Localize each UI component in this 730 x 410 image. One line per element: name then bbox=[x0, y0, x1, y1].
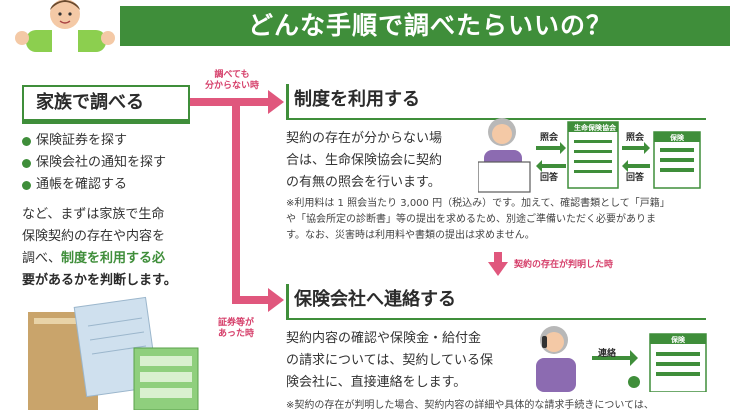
company-label-2: 保険 bbox=[671, 336, 685, 344]
flow-label-not-found: 調べても 分からない時 bbox=[204, 70, 259, 91]
use-system-title: 制度を利用する bbox=[286, 84, 706, 120]
flow-label-found: 証券等が あった時 bbox=[217, 318, 254, 339]
contact-company-title: 保険会社へ連絡する bbox=[286, 284, 706, 320]
answer-label-2: 回答 bbox=[626, 173, 645, 183]
contact-company-title-text: 保険会社へ連絡する bbox=[294, 289, 456, 310]
bullet-dot bbox=[22, 159, 31, 168]
flow-arrowhead-top bbox=[268, 90, 284, 114]
flow-arrowhead-bottom bbox=[268, 288, 284, 312]
use-system-note: ※利用料は 1 照会当たり 3,000 円（税込み）です。加えて、確認書類として… bbox=[286, 198, 670, 241]
list-item: 保険証券を探す bbox=[22, 130, 222, 152]
page-title: どんな手順で調べたらいいの？ bbox=[247, 11, 612, 40]
contact-flow-illustration bbox=[536, 326, 707, 392]
flow-label-down: 契約の存在が判明した時 bbox=[514, 260, 614, 270]
list-item: 保険会社の通知を探す bbox=[22, 152, 222, 174]
association-label: 生命保険協会 bbox=[574, 124, 616, 132]
flow-arrow-bottom-horizontal bbox=[232, 296, 276, 304]
company-label: 保険 bbox=[670, 134, 684, 142]
answer-label: 回答 bbox=[540, 173, 559, 183]
use-system-title-text: 制度を利用する bbox=[294, 89, 420, 110]
list-item: 通帳を確認する bbox=[22, 174, 222, 196]
mascot-illustration bbox=[15, 0, 115, 52]
bullet-dot bbox=[22, 181, 31, 190]
contact-company-note: ※契約の存在が判明した場合、契約内容の詳細や具体的な請求手続きについては、 bbox=[286, 400, 654, 410]
family-check-bullets: 保険証券を探す 保険会社の通知を探す 通帳を確認する bbox=[22, 130, 222, 196]
bullet-dot bbox=[22, 137, 31, 146]
flow-arrow-vertical bbox=[232, 98, 240, 304]
inquiry-label-2: 照会 bbox=[626, 133, 645, 143]
down-arrow bbox=[488, 252, 508, 276]
use-system-text: 契約の存在が分からない場 合は、生命保険協会に契約 の有無の照会を行います。 bbox=[286, 131, 443, 190]
use-system-title-bar bbox=[286, 84, 289, 120]
inquiry-flow-illustration bbox=[478, 118, 701, 193]
inquiry-label: 照会 bbox=[540, 133, 559, 143]
header-banner: どんな手順で調べたらいいの？ bbox=[0, 0, 730, 52]
family-check-title-text: 家族で調べる bbox=[36, 92, 144, 113]
contact-label: 連絡 bbox=[598, 349, 617, 359]
header-bar bbox=[120, 6, 730, 46]
family-check-title: 家族で調べる bbox=[22, 85, 190, 121]
contact-company-title-bar bbox=[286, 284, 289, 320]
family-check-paragraph: など、まずは家族で生命 保険契約の存在や内容を 調べ、制度を利用する必 要がある… bbox=[22, 207, 177, 288]
family-check-underline bbox=[22, 121, 190, 124]
documents-illustration bbox=[28, 296, 199, 410]
contact-company-text: 契約内容の確認や保険金・給付金 の請求については、契約している保 険会社に、直接… bbox=[286, 331, 493, 390]
